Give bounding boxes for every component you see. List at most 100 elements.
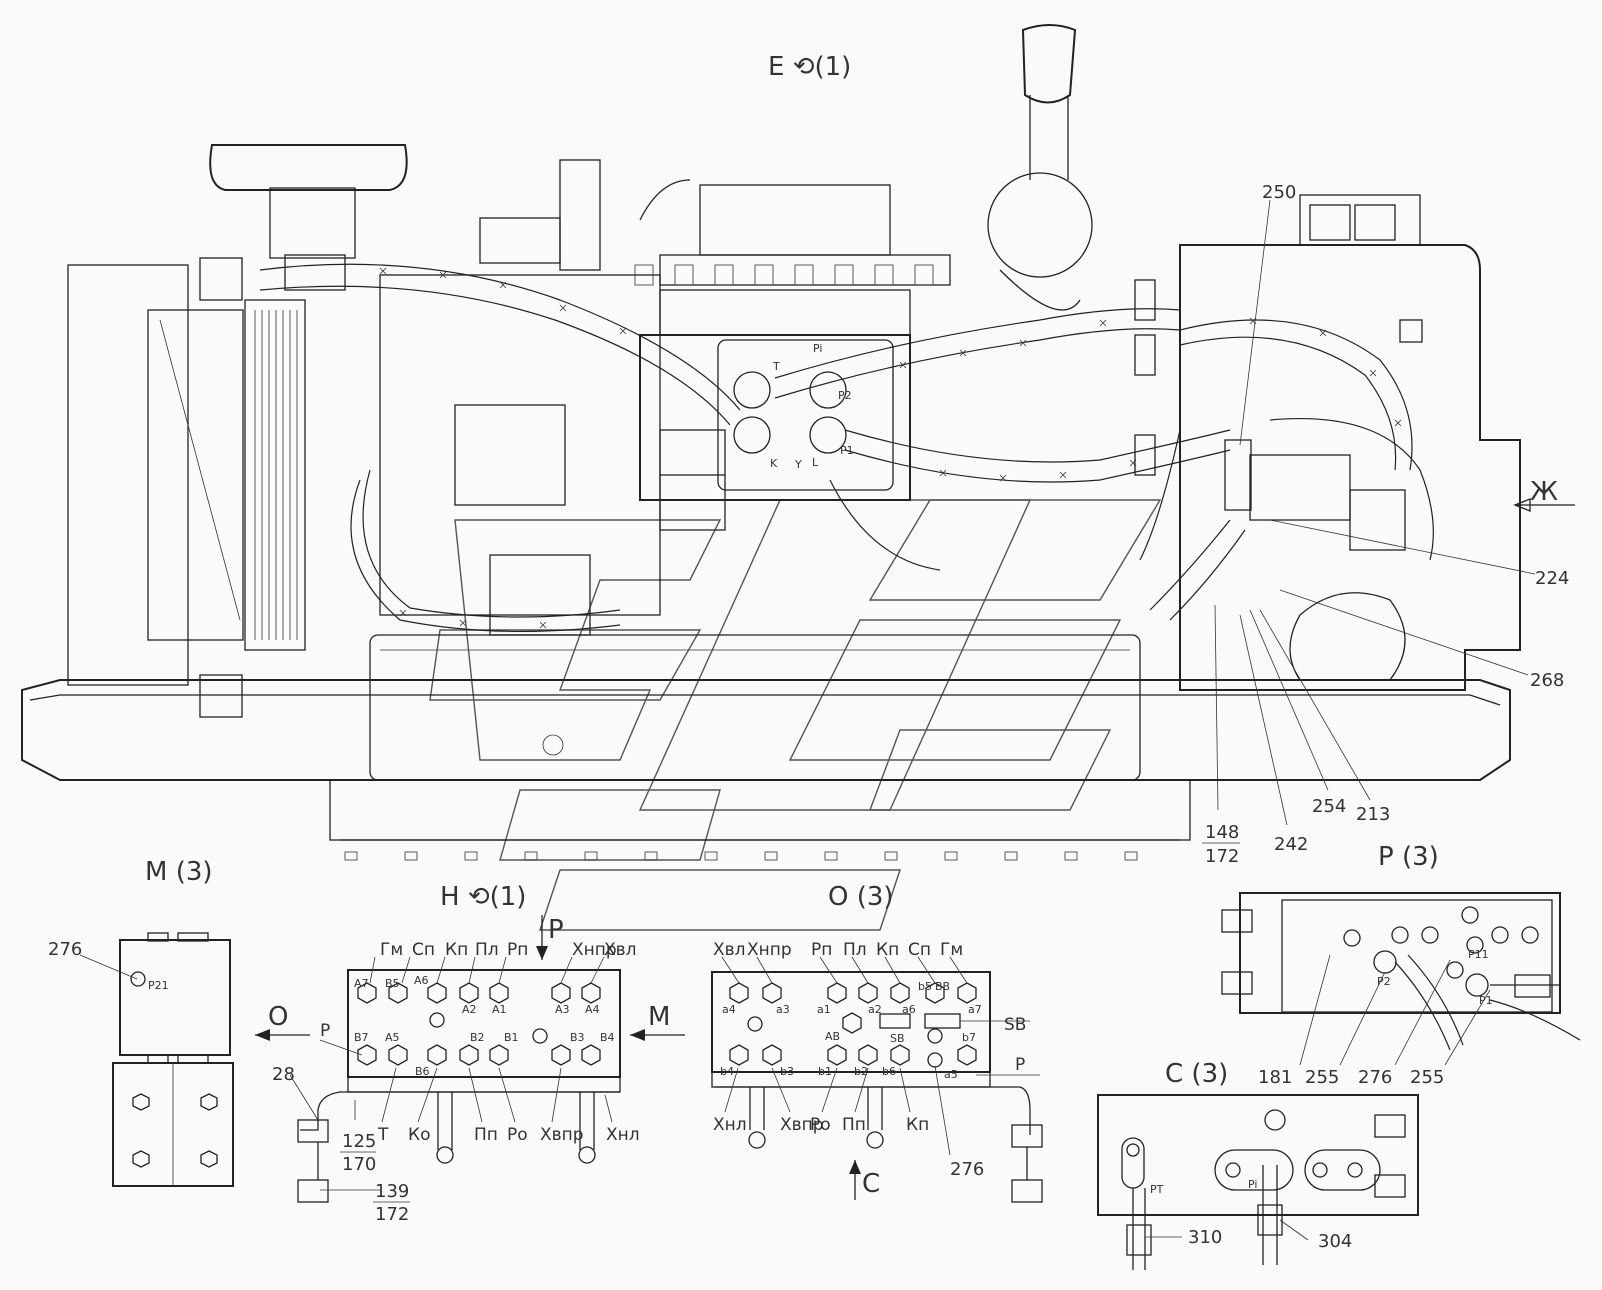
pump-port-y: Y [794,458,802,471]
view-p: P11 P2 P1 [1221,892,1581,1066]
n-port-b3: B3 [570,1031,585,1044]
callout-242: 242 [1274,834,1308,855]
callout-276-p: 276 [1358,1067,1392,1088]
view-o-title: О (3) [828,882,894,912]
view-o: a4 a3 a1 a2 a6 b5 BB a7 b4 b3 AB b1 b2 S… [711,940,1043,1203]
n-port-a7: A7 [354,977,369,990]
o-port-a5: a5 [944,1068,958,1081]
o-port-b1: b1 [818,1065,832,1078]
arrow-p-top-label: Р [548,915,564,945]
callout-276-o: 276 [950,1159,984,1180]
view-n: A7 B5 A6 A2 A1 A3 A4 B7 A5 B6 B2 B1 B3 B… [289,915,685,1203]
engine-left [379,274,661,616]
c-port-pt: PT [1150,1183,1164,1196]
callout-255-b: 255 [1410,1067,1444,1088]
o-top-label-gm: Гм [940,940,963,960]
hoses [259,263,1434,632]
hydraulic-tank [1179,244,1521,691]
n-port-b2: B2 [470,1031,485,1044]
view-m: P21 О [79,932,310,1187]
n-port-b5: B5 [385,977,400,990]
callout-255-a: 255 [1305,1067,1339,1088]
n-port-a6: A6 [414,974,429,987]
view-e-title: Е ⟲(1) [768,52,851,82]
n-port-a4: A4 [585,1003,600,1016]
n-port-b4: B4 [600,1031,615,1044]
o-bottom-label-xvpr: Хвпр [780,1115,824,1135]
hose-clamps [199,257,1252,718]
n-bottom-label-t: Т [377,1125,389,1145]
n-bottom-label-xnl: Хнл [606,1125,640,1145]
callout-181: 181 [1258,1067,1292,1088]
callout-276-m: 276 [48,939,82,960]
exhaust-stack [1021,24,1077,104]
view-e-assembly: Pi P2 P1 T K Y L [21,24,1575,861]
o-port-b3: b3 [780,1065,794,1078]
o-bottom-label-pp: Пп [842,1115,866,1135]
n-bottom-label-xvpr: Хвпр [540,1125,584,1145]
callout-172: 172 [1205,846,1239,867]
o-port-a4: a4 [722,1003,736,1016]
callout-leaders [1214,199,1536,826]
o-port-a7: a7 [968,1003,982,1016]
n-top-label-kp: Кп [445,940,468,960]
pump-port-pi: Pi [813,342,822,355]
o-port-b5: b5 [918,980,932,993]
frame-bolts [344,851,1138,861]
o-bottom-label-xnl: Хнл [713,1115,747,1135]
n-top-label-pl: Пл [475,940,499,960]
callout-172-b: 172 [375,1204,409,1225]
o-port-bb: BB [935,980,950,993]
o-port-b6: b6 [882,1065,896,1078]
o-top-label-xvl: Хвл [713,940,746,960]
callout-125: 125 [342,1131,376,1152]
n-side-p: Р [320,1021,330,1041]
n-top-label-gm: Гм [380,940,403,960]
n-port-a1: A1 [492,1003,507,1016]
o-port-b4: b4 [720,1065,734,1078]
o-port-sb: SB [890,1032,905,1045]
n-port-b7: B7 [354,1031,369,1044]
n-port-a5: A5 [385,1031,400,1044]
callout-254: 254 [1312,796,1346,817]
o-side-sb: SB [1004,1015,1026,1035]
n-port-b1: B1 [504,1031,519,1044]
pump-port-k: K [770,457,778,470]
watermark-logo [429,499,1162,931]
o-port-a1: a1 [817,1003,831,1016]
o-bottom-label-ro: Ро [810,1115,831,1135]
radiator [67,264,189,686]
n-top-label-rp: Рп [507,940,528,960]
o-bottom-label-kp: Кп [906,1115,929,1135]
o-port-b2: b2 [854,1065,868,1078]
n-top-label-xnpr: Хнпр [572,940,617,960]
o-top-label-pl: Пл [843,940,867,960]
p-block [1239,892,1561,1014]
o-port-b7: b7 [962,1031,976,1044]
arrow-zh-label: Ж [1530,477,1558,507]
c-block [1097,1094,1419,1216]
callout-170: 170 [342,1154,376,1175]
pump-port-t: T [772,360,780,373]
n-bottom-label-pp: Пп [474,1125,498,1145]
air-filter-cap [209,144,408,191]
n-port-a2: A2 [462,1003,477,1016]
n-bottom-nuts [357,1044,601,1066]
c-port-pi: Pi [1248,1178,1257,1191]
p-port-p2: P2 [1377,975,1391,988]
callout-250: 250 [1262,182,1296,203]
base-frame [21,679,1511,781]
hose-marks [379,267,1402,629]
n-bottom-label-ko: Ко [408,1125,430,1145]
callout-304: 304 [1318,1231,1352,1252]
pump-port-p2: P2 [838,389,852,402]
o-top-label-xnpr: Хнпр [747,940,792,960]
callout-224: 224 [1535,568,1569,589]
o-top-label-rp: Рп [811,940,832,960]
arrow-o-label: О [268,1002,288,1032]
view-p-title: Р (3) [1378,842,1439,872]
n-top-label-xvl: Хвл [604,940,637,960]
callout-310: 310 [1188,1227,1222,1248]
